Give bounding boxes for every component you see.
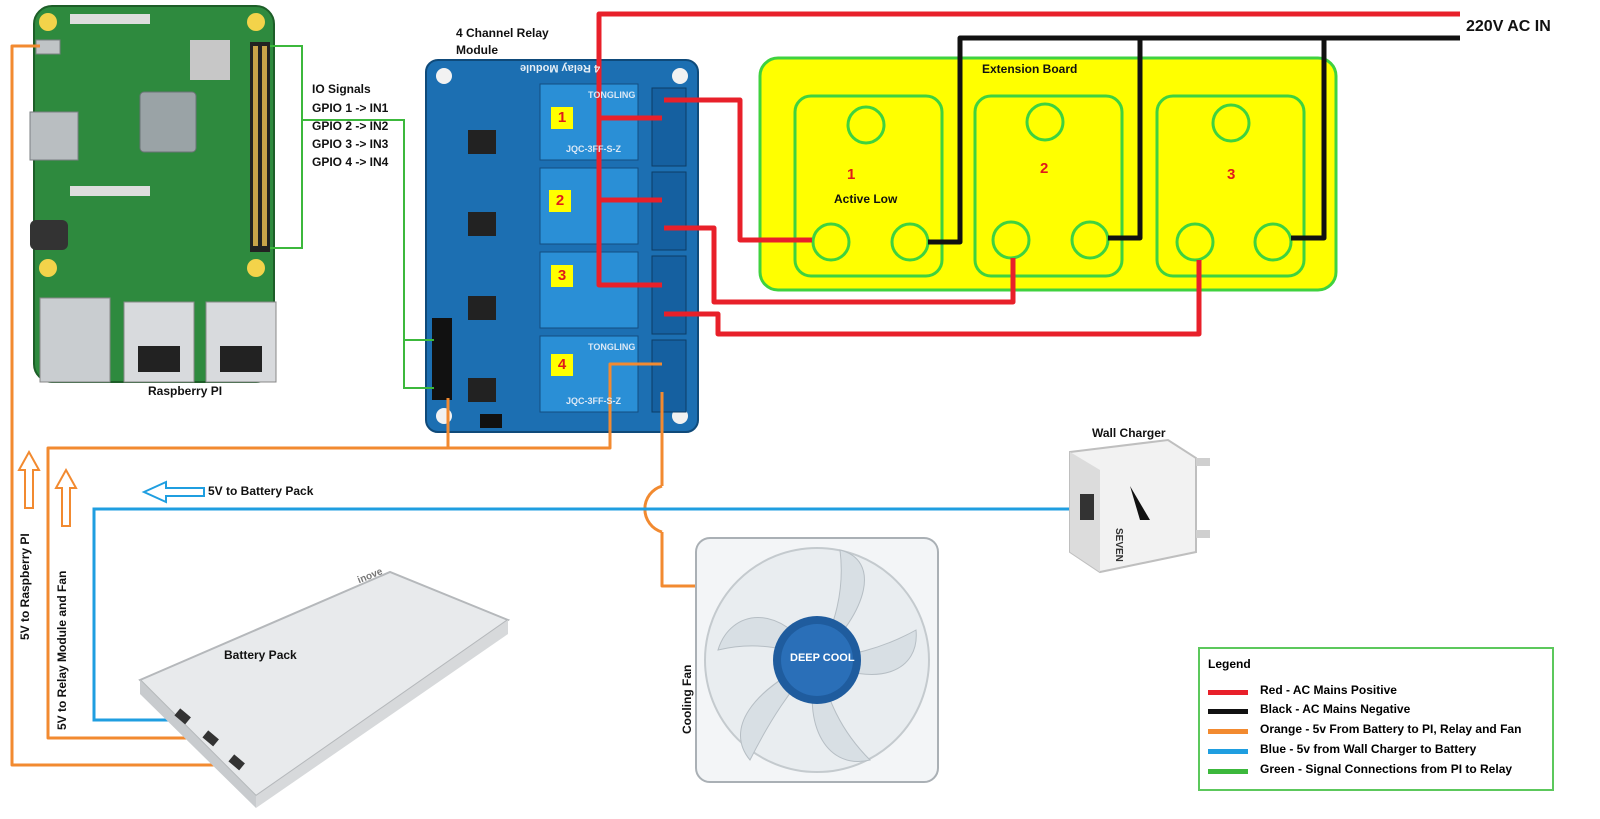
relay-number-4: 4 [551, 354, 573, 376]
relay-module-board [425, 59, 699, 433]
relay-number-3: 3 [551, 265, 573, 287]
relay-number-2: 2 [549, 190, 571, 212]
socket-number-2: 2 [1040, 160, 1049, 177]
orange-5v-wires [10, 44, 700, 767]
legend-title: Legend [1208, 657, 1251, 671]
arrow-to-battery-label: 5V to Battery Pack [208, 484, 314, 498]
black-ac-negative-wires [928, 35, 1460, 245]
io-signal-line-3: GPIO 3 -> IN3 [312, 137, 389, 151]
cooling-fan [695, 537, 939, 783]
raspberry-pi-label: Raspberry PI [148, 384, 223, 398]
arrow-to-relay-fan-label: 5V to Relay Module and Fan [55, 570, 69, 730]
legend-text-green: Green - Signal Connections from PI to Re… [1260, 762, 1513, 776]
raspberry-pi-board [29, 5, 277, 383]
relay-model-4: JQC-3FF-S-Z [566, 396, 621, 406]
legend-swatch-green [1208, 769, 1248, 774]
arrow-to-battery [141, 480, 205, 504]
extension-board-label: Extension Board [982, 62, 1078, 76]
arrow-to-pi [17, 449, 41, 509]
battery-pack-label: Battery Pack [224, 648, 297, 662]
legend-text-blue: Blue - 5v from Wall Charger to Battery [1260, 742, 1477, 756]
socket-number-3: 3 [1227, 166, 1236, 183]
legend-swatch-red [1208, 690, 1248, 695]
legend-text-red: Red - AC Mains Positive [1260, 683, 1397, 697]
ac-input-label: 220V AC IN [1466, 18, 1551, 35]
legend-text-black: Black - AC Mains Negative [1260, 702, 1411, 716]
relay-model-1: JQC-3FF-S-Z [566, 144, 621, 154]
io-signal-line-1: GPIO 1 -> IN1 [312, 101, 389, 115]
legend-box: Legend Red - AC Mains Positive Black - A… [1198, 647, 1554, 791]
io-signal-line-4: GPIO 4 -> IN4 [312, 155, 389, 169]
wall-charger-brand: SEVEN [1113, 528, 1124, 562]
relay-module-title-2: Module [456, 43, 498, 57]
green-signal-wires [270, 45, 434, 389]
socket-number-1: 1 [847, 166, 856, 183]
cooling-fan-label: Cooling Fan [680, 664, 694, 734]
wall-charger-label: Wall Charger [1092, 426, 1166, 440]
red-ac-positive-wires [596, 11, 1460, 337]
relay-brand-4: TONGLING [588, 342, 636, 352]
arrow-to-pi-label: 5V to Raspberry PI [18, 533, 32, 640]
legend-swatch-black [1208, 709, 1248, 714]
extension-board [758, 56, 1338, 292]
legend-text-orange: Orange - 5v From Battery to PI, Relay an… [1260, 722, 1522, 736]
fan-brand: DEEP COOL [790, 652, 855, 664]
io-signal-line-2: GPIO 2 -> IN2 [312, 119, 389, 133]
relay-number-1: 1 [551, 107, 573, 129]
relay-brand-1: TONGLING [588, 90, 636, 100]
legend-swatch-blue [1208, 749, 1248, 754]
active-low-label: Active Low [834, 192, 898, 206]
relay-module-title-1: 4 Channel Relay [456, 26, 549, 40]
legend-swatch-orange [1208, 729, 1248, 734]
io-signals-title: IO Signals [312, 82, 371, 96]
wall-charger [1069, 438, 1210, 574]
battery-pack [138, 570, 511, 808]
blue-charger-wire [92, 507, 1082, 722]
arrow-to-relay-fan [54, 467, 78, 527]
relay-board-print: 4 Relay Module [520, 62, 601, 74]
